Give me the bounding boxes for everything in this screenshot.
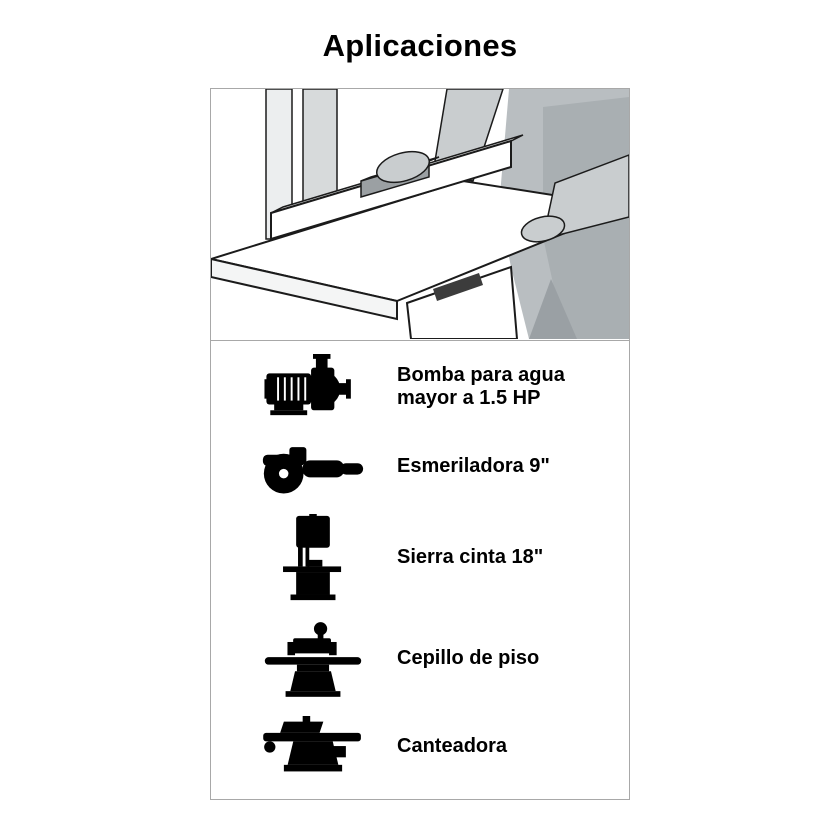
- applications-panel: Bomba para agua mayor a 1.5 HP: [210, 88, 630, 800]
- jointer-icon: [245, 715, 381, 778]
- application-label: Canteadora: [397, 734, 508, 757]
- application-label: Bomba para agua mayor a 1.5 HP: [397, 363, 565, 410]
- application-label: Cepillo de piso: [397, 646, 540, 669]
- applications-list: Bomba para agua mayor a 1.5 HP: [211, 341, 629, 797]
- page-title: Aplicaciones: [322, 28, 518, 63]
- application-row: Canteadora: [211, 715, 629, 778]
- application-row: Esmeriladora 9": [211, 439, 629, 495]
- band-saw-icon: [245, 513, 381, 602]
- application-row: Bomba para agua mayor a 1.5 HP: [211, 354, 629, 420]
- angle-grinder-icon: [245, 439, 381, 495]
- floor-planer-icon: [245, 621, 381, 697]
- pushing-hand: [376, 150, 430, 184]
- application-row: Sierra cinta 18": [211, 513, 629, 602]
- application-row: Cepillo de piso: [211, 621, 629, 697]
- application-label: Sierra cinta 18": [397, 546, 544, 569]
- right-arm: [520, 154, 629, 243]
- application-label: Esmeriladora 9": [397, 455, 550, 478]
- hero-illustration: [211, 89, 629, 341]
- person-using-jointer-illustration: [211, 89, 629, 339]
- jointer-table: [211, 179, 629, 321]
- machine-base-cabinet: [405, 265, 519, 339]
- water-pump-icon: [245, 354, 381, 420]
